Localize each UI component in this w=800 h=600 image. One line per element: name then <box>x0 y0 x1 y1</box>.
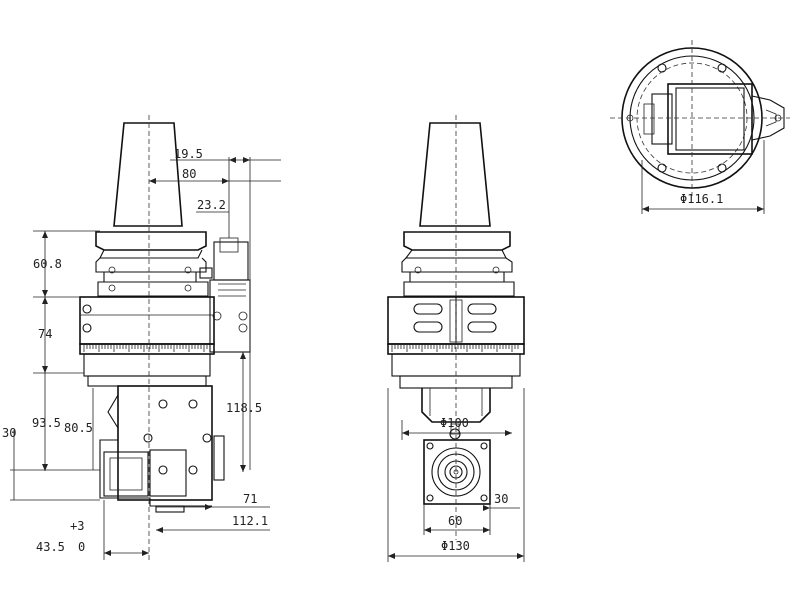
dim-phi116-1: Φ116.1 <box>680 192 723 206</box>
top-head-body <box>667 83 753 155</box>
side-dimensions <box>10 157 281 560</box>
front-view <box>387 115 525 540</box>
dim-23-2: 23.2 <box>197 198 226 212</box>
dim-plus3: +3 <box>70 519 84 533</box>
dim-60: 60 <box>448 514 462 528</box>
top-dimensions <box>641 140 765 214</box>
dim-112-1: 112.1 <box>232 514 268 528</box>
side-flange <box>95 231 207 251</box>
side-angle-head <box>117 385 213 501</box>
front-dimensions <box>387 388 525 562</box>
dim-19-5: 19.5 <box>174 147 203 161</box>
side-taper <box>113 122 183 227</box>
front-scale-ticks <box>391 345 519 352</box>
front-taper <box>419 122 491 227</box>
dim-0: 0 <box>78 540 85 554</box>
dim-80: 80 <box>182 167 196 181</box>
side-clamp <box>209 279 251 353</box>
dim-phi100: Φ100 <box>440 416 469 430</box>
dim-43-5: 43.5 <box>36 540 65 554</box>
side-scale-ticks <box>83 345 211 352</box>
dim-80-5: 80.5 <box>64 421 93 435</box>
dim-30-front: 30 <box>494 492 508 506</box>
dim-phi130: Φ130 <box>441 539 470 553</box>
dim-74: 74 <box>38 327 52 341</box>
dim-118-5: 118.5 <box>226 401 262 415</box>
front-flange <box>403 231 511 251</box>
top-view <box>610 40 790 196</box>
dim-93-5: 93.5 <box>32 416 61 430</box>
dim-71: 71 <box>243 492 257 506</box>
side-view <box>79 115 251 560</box>
side-body <box>79 296 215 345</box>
dim-60-8: 60.8 <box>33 257 62 271</box>
dim-30-left: 30 <box>2 426 16 440</box>
front-head <box>423 439 491 505</box>
